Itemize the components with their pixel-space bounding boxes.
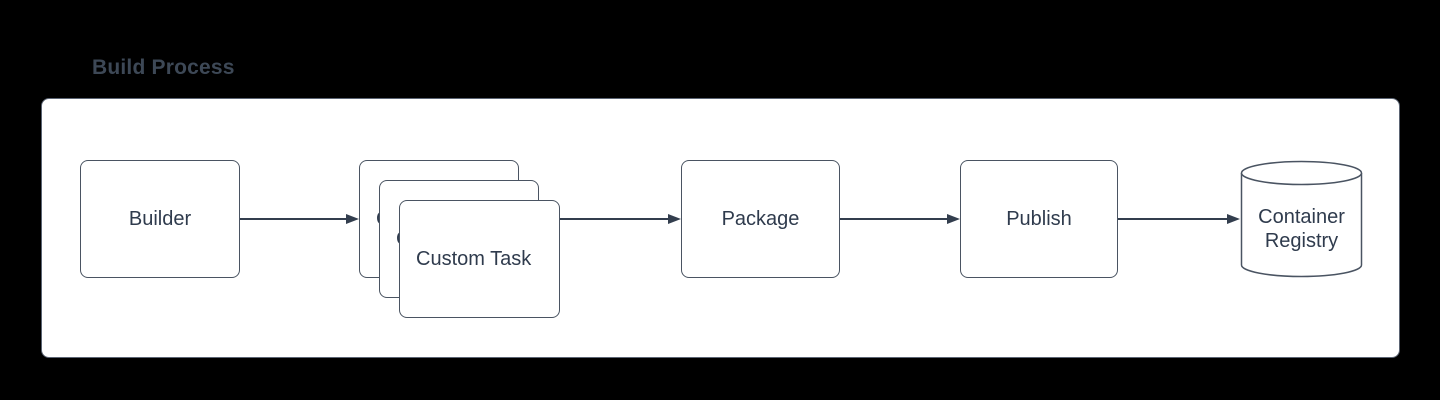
node-container-registry: Container Registry — [1240, 160, 1363, 278]
node-label: Publish — [1006, 207, 1072, 230]
edge-line — [840, 218, 947, 220]
arrow-head-icon — [947, 214, 960, 224]
edge-line — [240, 218, 346, 220]
edge-custom-task-to-package — [560, 213, 681, 225]
node-builder: Builder — [80, 160, 240, 278]
node-custom-task-card-front: Custom Task — [399, 200, 560, 318]
edge-line — [1118, 218, 1227, 220]
cylinder-shape — [1240, 160, 1363, 278]
edge-publish-to-container-registry — [1118, 213, 1240, 225]
arrow-head-icon — [1227, 214, 1240, 224]
node-package: Package — [681, 160, 840, 278]
edge-package-to-publish — [840, 213, 960, 225]
node-label: Builder — [128, 207, 192, 230]
node-label: Container Registry — [1240, 205, 1363, 253]
page-title: Build Process — [92, 56, 235, 79]
node-label-line-1: Container — [1258, 206, 1345, 228]
arrow-head-icon — [346, 214, 359, 224]
node-label-line-2: Registry — [1264, 230, 1339, 252]
edge-builder-to-custom-task — [240, 213, 359, 225]
edge-line — [560, 218, 668, 220]
node-label: Package — [721, 207, 800, 230]
node-label: Custom Task — [416, 247, 532, 270]
node-publish: Publish — [960, 160, 1118, 278]
arrow-head-icon — [668, 214, 681, 224]
